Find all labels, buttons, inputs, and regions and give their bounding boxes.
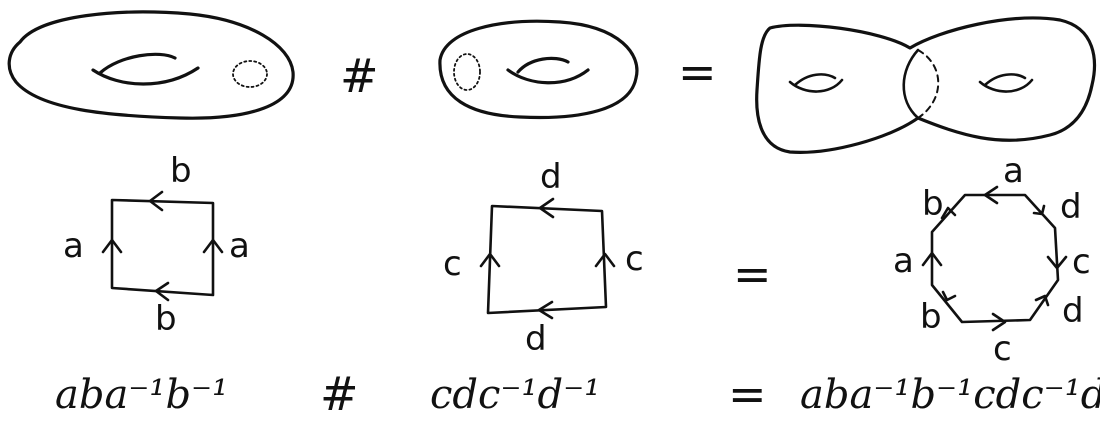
square-middle-edges [486, 204, 608, 315]
octagon-label-top-left: b [922, 184, 944, 224]
torus-middle [438, 19, 639, 120]
word-middle: cdc⁻¹d⁻¹ [430, 372, 600, 418]
square-left-label-left: a [63, 226, 84, 266]
octagon-label-top-right: d [1060, 187, 1082, 227]
word-left: aba⁻¹b⁻¹ [55, 372, 228, 418]
square-left-arrow-bottom [154, 281, 170, 302]
octagon-arrow-left [921, 251, 943, 267]
square-left-edges [110, 198, 215, 297]
square-left-arrow-right [202, 238, 224, 254]
square-middle-label-top: d [540, 157, 562, 197]
equals-symbol-row1: = [678, 45, 717, 99]
square-left-arrow-left [101, 238, 123, 254]
square-middle: d c c d [443, 157, 644, 359]
octagon-arrow-right [1046, 255, 1068, 270]
torus-left-hole-lower [91, 66, 200, 86]
octagon-label-bottom-left: b [920, 297, 942, 337]
double-torus-hole-left-lower [788, 78, 844, 93]
torus-left-hole-upper [98, 52, 177, 75]
torus-middle-hole-upper [516, 56, 570, 74]
square-left-label-right: a [229, 226, 250, 266]
square-left-label-bottom: b [155, 299, 177, 339]
equals-symbol-row2: = [733, 247, 772, 301]
double-torus-outline [755, 16, 1096, 154]
square-middle-arrow-top [538, 197, 555, 219]
torus-left-outline [7, 10, 295, 120]
square-left-label-top: b [170, 151, 192, 191]
square-middle-arrow-left [479, 252, 501, 268]
square-middle-arrow-right [594, 252, 616, 268]
square-middle-label-left: c [443, 244, 462, 284]
torus-middle-removed-disk [453, 53, 481, 91]
square-middle-arrow-bottom [537, 300, 554, 320]
octagon-label-bottom: c [993, 329, 1012, 369]
double-torus [755, 16, 1096, 154]
octagon: a d c d c b a b [893, 151, 1091, 369]
double-torus-hole-right-upper [983, 73, 1027, 87]
square-left-arrow-top [148, 190, 164, 212]
torus-middle-hole-lower [506, 68, 590, 85]
equals-symbol-row3: = [728, 367, 767, 421]
word-result: aba⁻¹b⁻¹cdc⁻¹d⁻¹ [800, 372, 1100, 418]
torus-left [7, 10, 295, 120]
octagon-arrow-top-right [1032, 204, 1046, 216]
octagon-arrow-top-left [940, 206, 957, 220]
octagon-edges [930, 193, 1060, 324]
double-torus-hole-left-upper [793, 73, 837, 87]
octagon-label-bottom-right: d [1062, 291, 1084, 331]
double-torus-seam-back [917, 49, 940, 119]
octagon-label-right: c [1072, 242, 1091, 282]
square-middle-label-bottom: d [525, 319, 547, 359]
square-middle-label-right: c [625, 239, 644, 279]
octagon-label-top: a [1003, 151, 1024, 191]
connect-sum-symbol-row3: # [320, 367, 359, 421]
connect-sum-symbol-row1: # [340, 49, 379, 103]
double-torus-seam-front [902, 48, 920, 120]
torus-middle-outline [438, 19, 639, 120]
square-left: b a a b [63, 151, 250, 339]
torus-left-removed-disk [232, 60, 268, 88]
octagon-arrow-top [983, 185, 999, 205]
octagon-label-left: a [893, 241, 914, 281]
octagon-arrow-bottom-left [941, 290, 957, 302]
double-torus-hole-right-lower [978, 78, 1034, 93]
octagon-arrow-bottom [991, 312, 1007, 332]
octagon-arrow-bottom-right [1034, 294, 1050, 307]
